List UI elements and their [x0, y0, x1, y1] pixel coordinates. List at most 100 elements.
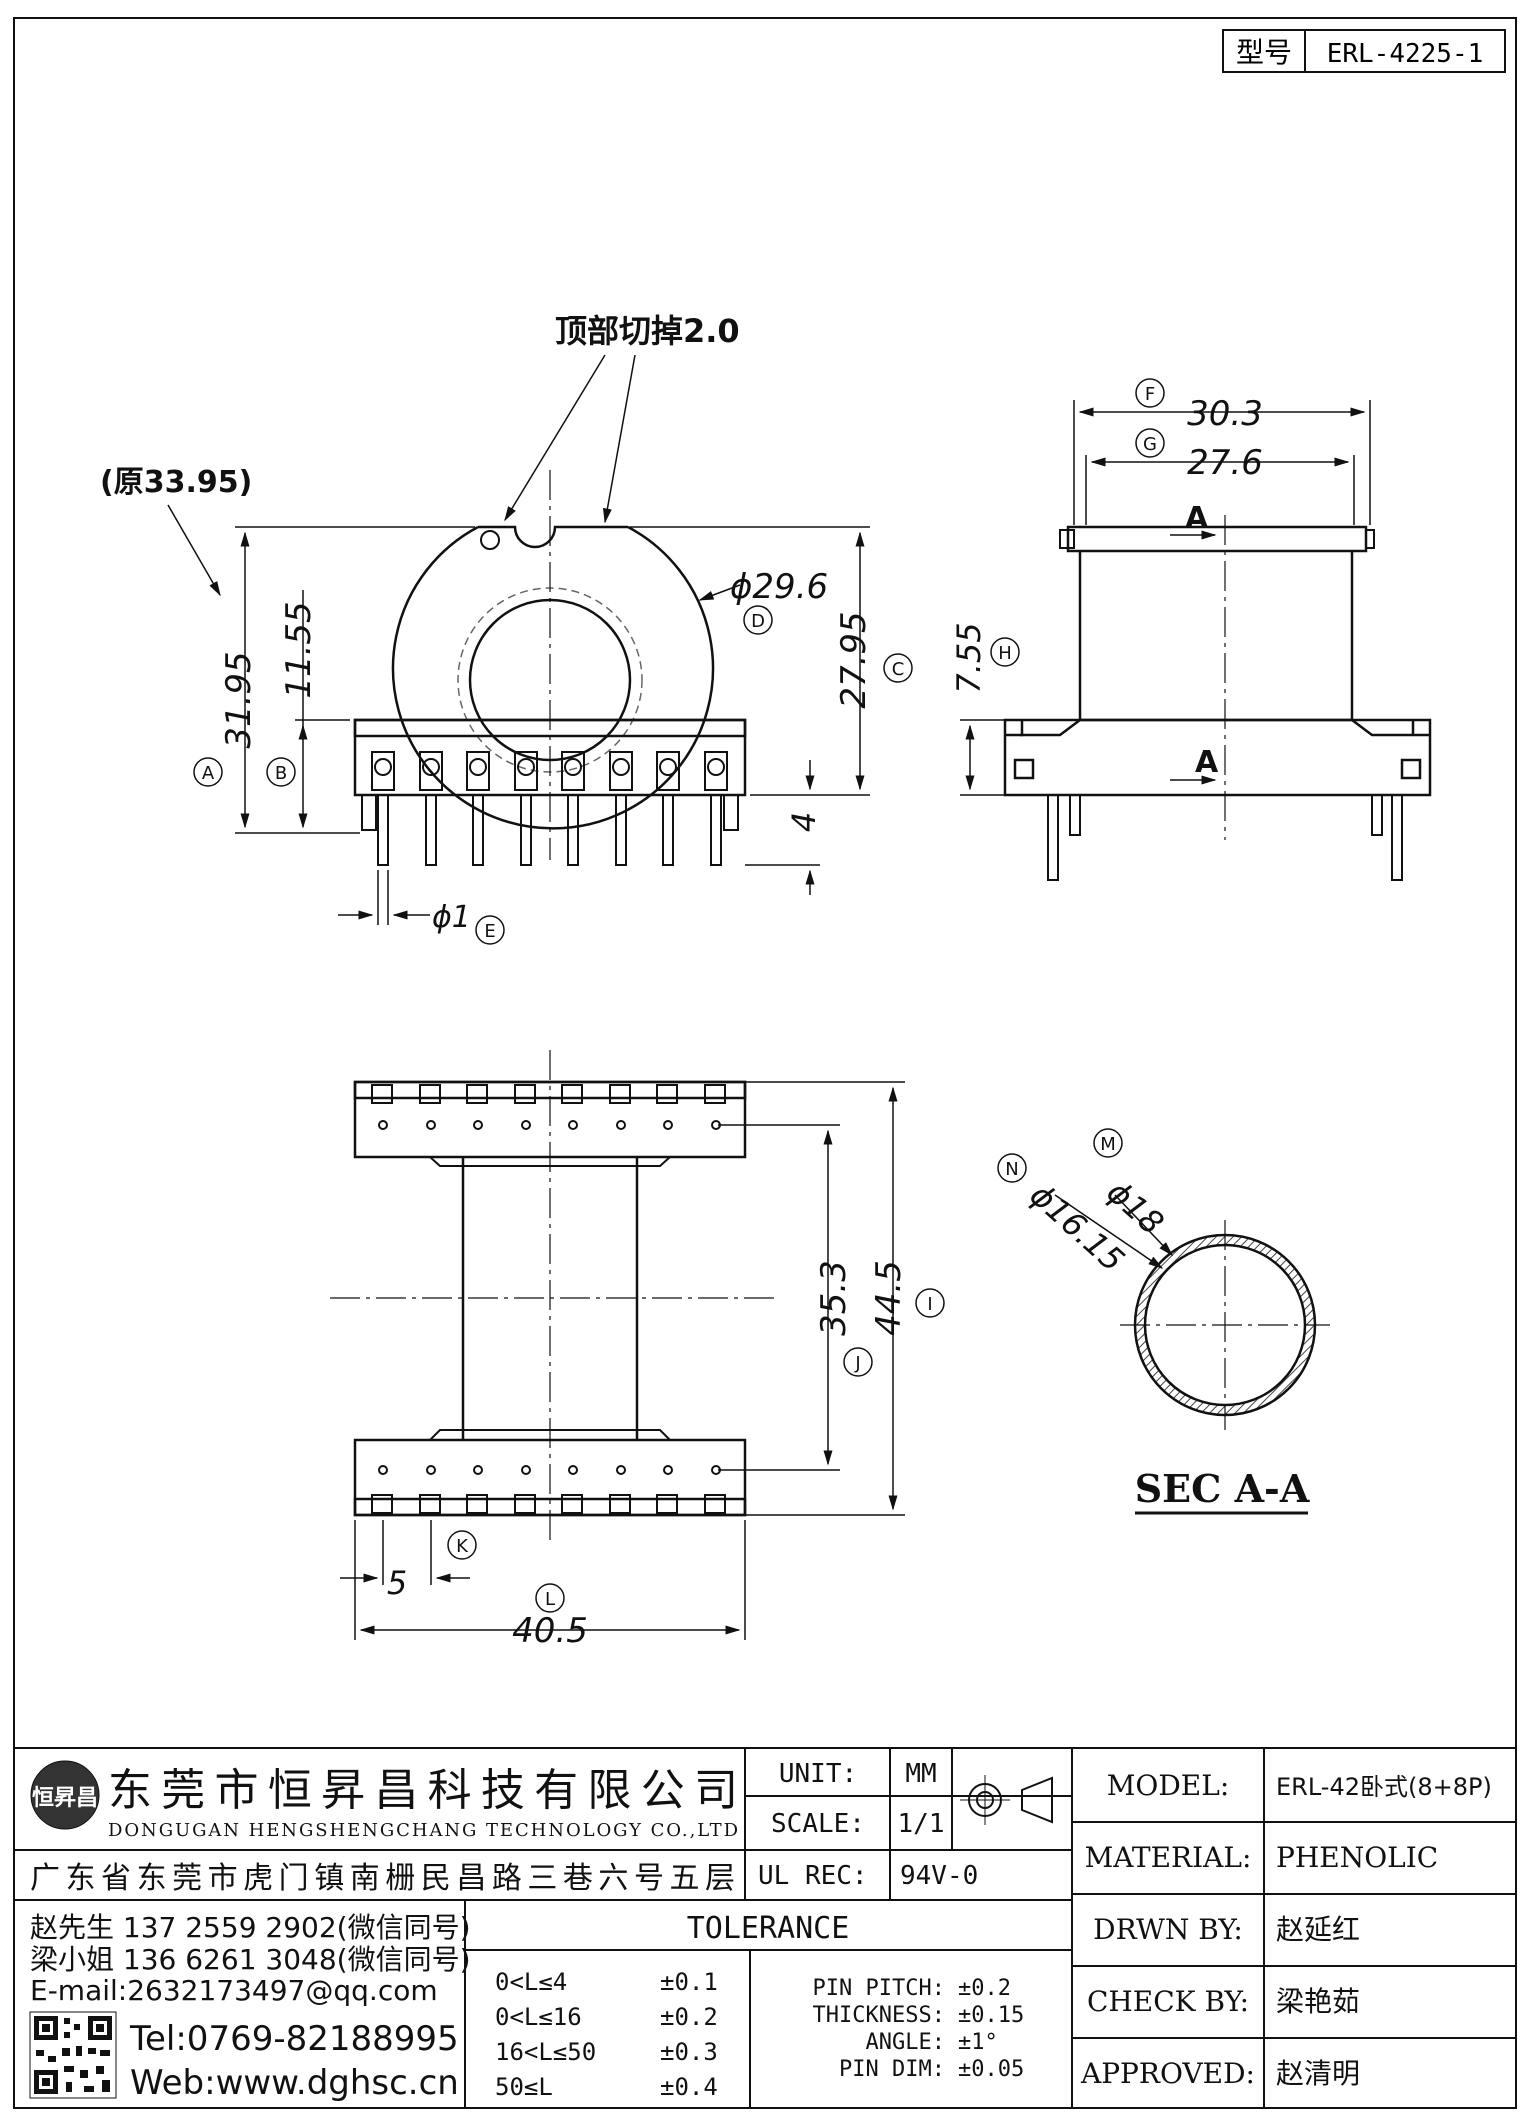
- front-view: [353, 470, 747, 866]
- company-name-cn: 东莞市恒昇昌科技有限公司: [108, 1765, 738, 1816]
- bottom-labels: 44.5 I 35.3 J 5 K L 40.5: [387, 1260, 945, 1651]
- tol-other-label-0: PIN PITCH:: [813, 1976, 945, 2001]
- dim-pin-length: 4: [785, 812, 823, 832]
- front-labels: 顶部切掉2.0 (原33.95) 31.95 A 11.55 B 27.95 C…: [100, 312, 913, 945]
- contact-line-1: 赵先生 137 2559 2902(微信同号): [30, 1911, 471, 1944]
- dim-E-value: ϕ1: [432, 900, 471, 935]
- qr-code: [29, 2011, 117, 2099]
- tol-other-value-1: ±0.15: [958, 2003, 1024, 2028]
- tolerance-other: PIN PITCH: ±0.2 THICKNESS: ±0.15 ANGLE: …: [813, 1976, 1025, 2082]
- dim-F-value: 30.3: [1187, 394, 1263, 434]
- dim-G-value: 27.6: [1187, 443, 1263, 483]
- dim-J-value: 35.3: [814, 1260, 854, 1336]
- model-code-box: 型号 ERL-4225-1: [1222, 29, 1506, 73]
- bubble-A: [193, 757, 223, 787]
- dim-K-value: 5: [387, 1564, 407, 1602]
- section-mark-bottom: A: [1195, 745, 1219, 780]
- projection-symbol-icon: [960, 1775, 1053, 1825]
- info-label-model: MODEL:: [1107, 1769, 1230, 1802]
- bubble-I: [915, 1288, 945, 1318]
- tol-other-label-1: THICKNESS:: [813, 2003, 945, 2028]
- bottom-view: [330, 1050, 780, 1545]
- side-view: [1003, 515, 1432, 881]
- tol-range-2: 16<L≤50: [495, 2038, 596, 2066]
- dim-A-value: 31.95: [219, 651, 259, 748]
- note-original: (原33.95): [100, 465, 252, 500]
- bubble-J: [843, 1347, 873, 1377]
- front-dimensions: [167, 354, 870, 925]
- dim-L-value: 40.5: [512, 1611, 588, 1651]
- bubble-A-label: A: [202, 763, 215, 784]
- tol-other-value-3: ±0.05: [958, 2057, 1024, 2082]
- info-value-model: ERL-42卧式(8+8P): [1276, 1773, 1492, 1801]
- company-web: Web:www.dghsc.cn: [130, 2063, 459, 2103]
- company-name-en: DONGUGAN HENGSHENGCHANG TECHNOLOGY CO.,L…: [108, 1820, 738, 1841]
- tol-other-label-2: ANGLE:: [866, 2030, 945, 2055]
- company-logo: 恒昇昌: [30, 1760, 100, 1830]
- bubble-N-label: N: [1005, 1159, 1018, 1180]
- info-label-approved: APPROVED:: [1080, 2057, 1255, 2090]
- unit-value: MM: [905, 1759, 936, 1789]
- tol-range-3: 50≤L: [495, 2073, 553, 2101]
- front-pins: [377, 794, 722, 866]
- logo-text: 恒昇昌: [32, 1785, 98, 1811]
- info-value-drawn: 赵延红: [1276, 1913, 1360, 1946]
- bubble-G: [1135, 428, 1165, 458]
- side-dimensions: [960, 400, 1371, 796]
- bubble-L-label: L: [545, 1589, 555, 1610]
- contact-line-2: 梁小姐 136 6261 3048(微信同号): [30, 1943, 471, 1976]
- scale-label: SCALE:: [771, 1809, 865, 1839]
- bubble-H: [990, 637, 1020, 667]
- bottom-bottom-slots: [371, 1465, 726, 1514]
- bubble-B: [266, 757, 296, 787]
- bubble-K: [447, 1530, 477, 1560]
- bubble-D: [743, 605, 773, 635]
- tol-range-1: 0<L≤16: [495, 2003, 582, 2031]
- bubble-M-label: M: [1100, 1134, 1116, 1155]
- contact-email: E-mail:2632173497@qq.com: [30, 1974, 438, 2007]
- model-code-label: 型号: [1236, 36, 1292, 69]
- info-label-material: MATERIAL:: [1085, 1841, 1252, 1874]
- bottom-dimensions: [340, 1081, 905, 1640]
- company-tel: Tel:0769-82188995: [129, 2019, 459, 2059]
- bubble-K-label: K: [456, 1536, 469, 1557]
- bubble-G-label: G: [1143, 434, 1157, 455]
- ulrec-label: UL REC:: [758, 1861, 868, 1891]
- dim-I-value: 44.5: [869, 1260, 909, 1336]
- bubble-I-label: I: [927, 1294, 932, 1315]
- section-title: SEC A-A: [1135, 1466, 1310, 1511]
- ulrec-value: 94V-0: [900, 1861, 978, 1891]
- bubble-L: [535, 1583, 565, 1613]
- tol-other-value-2: ±1°: [958, 2030, 998, 2055]
- scale-value: 1/1: [898, 1809, 945, 1839]
- tol-other-label-3: PIN DIM:: [839, 2057, 945, 2082]
- bubble-F-label: F: [1145, 384, 1155, 405]
- bubble-D-label: D: [751, 611, 765, 632]
- model-code-value: ERL-4225-1: [1327, 39, 1484, 69]
- bubble-F: [1135, 378, 1165, 408]
- dim-D-value: ϕ29.6: [730, 567, 828, 607]
- tol-value-2: ±0.3: [660, 2038, 718, 2066]
- section-mark-top: A: [1185, 501, 1209, 536]
- bottom-top-slots: [371, 1084, 726, 1130]
- bubble-E: [475, 915, 505, 945]
- bubble-N: [997, 1153, 1027, 1183]
- tol-value-3: ±0.4: [660, 2073, 718, 2101]
- tolerance-title: TOLERANCE: [687, 1911, 850, 1946]
- dim-B-value: 11.55: [279, 601, 319, 698]
- bubble-M: [1093, 1128, 1123, 1158]
- bubble-H-label: H: [998, 643, 1012, 664]
- dim-H-value: 7.55: [950, 622, 988, 693]
- tol-value-0: ±0.1: [660, 1968, 718, 1996]
- tol-value-1: ±0.2: [660, 2003, 718, 2031]
- bubble-C-label: C: [892, 659, 905, 680]
- note-cut: 顶部切掉2.0: [555, 312, 740, 350]
- bubble-C: [883, 653, 913, 683]
- info-value-material: PHENOLIC: [1276, 1841, 1438, 1874]
- front-pin-slots: [371, 751, 728, 791]
- info-value-approved: 赵清明: [1276, 2057, 1360, 2090]
- company-address: 广东省东莞市虎门镇南栅民昌路三巷六号五层: [30, 1861, 735, 1896]
- info-rows: MODEL: ERL-42卧式(8+8P) MATERIAL: PHENOLIC…: [1080, 1769, 1492, 2090]
- title-block: [14, 1747, 1516, 2108]
